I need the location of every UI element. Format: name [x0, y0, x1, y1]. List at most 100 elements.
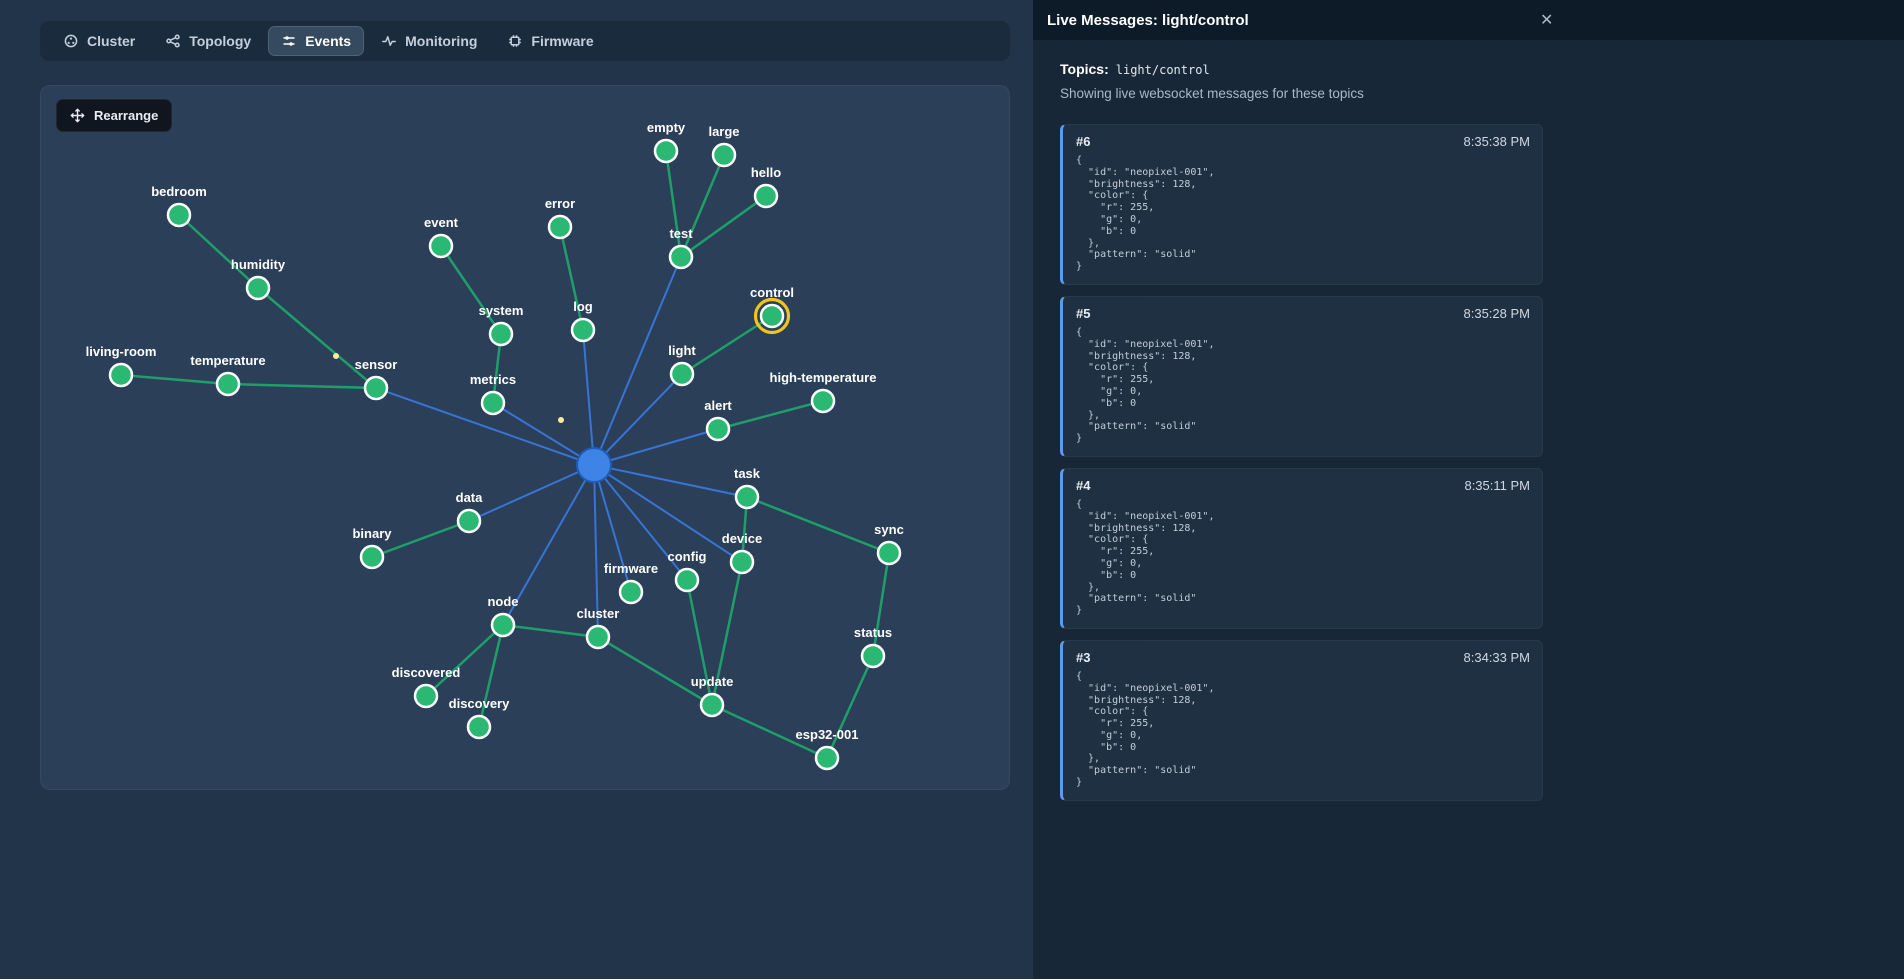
tab-label: Topology — [189, 33, 252, 49]
graph-edge-humidity-sensor — [256, 286, 378, 390]
node-label-metrics: metrics — [470, 372, 516, 387]
node-label-humidity: humidity — [231, 257, 286, 272]
graph-node-bedroom[interactable] — [166, 202, 192, 228]
graph-edge-hub-light — [593, 373, 683, 466]
node-label-test: test — [669, 226, 693, 241]
graph-node-error[interactable] — [547, 214, 573, 240]
node-label-config: config — [668, 549, 707, 564]
graph-node-config[interactable] — [674, 567, 700, 593]
node-label-sensor: sensor — [355, 357, 398, 372]
graph-node-binary[interactable] — [359, 544, 385, 570]
graph-node-test[interactable] — [668, 244, 694, 270]
graph-node-data[interactable] — [456, 508, 482, 534]
topics-value: light/control — [1115, 63, 1210, 77]
message-header: #6 8:35:38 PM — [1076, 134, 1530, 149]
graph-edge-hub-task — [593, 464, 748, 498]
message-card[interactable]: #4 8:35:11 PM { "id": "neopixel-001", "b… — [1060, 467, 1543, 629]
tab-events[interactable]: Events — [268, 26, 365, 56]
message-timestamp: 8:34:33 PM — [1463, 649, 1531, 665]
graph-edge-device-update — [710, 560, 744, 707]
graph-node-firmware[interactable] — [618, 579, 644, 605]
topics-label: Topics: — [1060, 61, 1109, 77]
rearrange-button[interactable]: Rearrange — [56, 99, 173, 132]
graph-node-sensor[interactable] — [363, 375, 389, 401]
messages-list: #6 8:35:38 PM { "id": "neopixel-001", "b… — [1060, 124, 1543, 801]
node-label-device: device — [722, 531, 762, 546]
graph-edge-config-update — [685, 578, 714, 707]
graph-edge-hub-device — [593, 464, 743, 563]
node-label-discovered: discovered — [392, 665, 461, 680]
graph-node-living-room[interactable] — [108, 362, 134, 388]
node-label-light: light — [668, 343, 696, 358]
graph-node-sync[interactable] — [876, 540, 902, 566]
topics-line: Topics: light/control — [1060, 61, 1904, 77]
node-label-node: node — [487, 594, 518, 609]
graph-node-large[interactable] — [711, 142, 737, 168]
node-label-high-temperature: high-temperature — [770, 370, 877, 385]
graph-node-high-temperature[interactable] — [810, 388, 836, 414]
close-icon[interactable]: ✕ — [1536, 9, 1557, 33]
graph-node-hub[interactable] — [576, 447, 612, 483]
graph-edge-hub-firmware — [593, 464, 632, 593]
graph-node-discovery[interactable] — [466, 714, 492, 740]
message-card[interactable]: #3 8:34:33 PM { "id": "neopixel-001", "b… — [1060, 639, 1543, 801]
graph-edge-large-test — [679, 153, 726, 259]
graph-edge-hub-data — [468, 464, 595, 522]
graph-node-log[interactable] — [570, 317, 596, 343]
node-label-alert: alert — [704, 398, 732, 413]
graph-node-device[interactable] — [729, 549, 755, 575]
node-label-log: log — [573, 299, 593, 314]
graph-edge-hub-config — [593, 464, 688, 581]
panel-body: Topics:light/control Showing live websoc… — [1033, 41, 1904, 801]
graph-edge-hello-test — [679, 194, 768, 259]
graph-node-humidity[interactable] — [245, 275, 271, 301]
tab-firmware[interactable]: Firmware — [494, 26, 606, 56]
graph-node-task[interactable] — [734, 484, 760, 510]
graph-node-alert[interactable] — [705, 416, 731, 442]
graph-edge-hub-metrics — [492, 402, 595, 466]
tab-cluster[interactable]: Cluster — [50, 26, 148, 56]
node-label-system: system — [479, 303, 524, 318]
graph-node-event[interactable] — [428, 233, 454, 259]
graph-node-cluster[interactable] — [585, 624, 611, 650]
message-timestamp: 8:35:38 PM — [1463, 134, 1531, 149]
graph-node-system[interactable] — [488, 321, 514, 347]
graph-edge-cluster-update — [596, 635, 714, 707]
graph-node-empty[interactable] — [653, 138, 679, 164]
graph-node-update[interactable] — [699, 692, 725, 718]
message-timestamp: 8:35:28 PM — [1463, 305, 1531, 321]
graph-node-node[interactable] — [490, 612, 516, 638]
graph-edge-error-log — [558, 225, 585, 332]
top-nav: Cluster Topology Events Monitoring — [40, 21, 1010, 61]
node-label-control: control — [750, 285, 794, 300]
graph-node-status[interactable] — [860, 643, 886, 669]
graph-edge-hub-sensor — [375, 387, 595, 466]
node-label-discovery: discovery — [449, 696, 510, 711]
graph-node-esp32-001[interactable] — [814, 745, 840, 771]
message-header: #5 8:35:28 PM — [1076, 306, 1530, 321]
events-icon — [283, 36, 295, 46]
rearrange-label: Rearrange — [94, 108, 159, 123]
graph-edge-event-system — [439, 244, 503, 336]
message-card[interactable]: #5 8:35:28 PM { "id": "neopixel-001", "b… — [1060, 295, 1543, 457]
graph-node-hello[interactable] — [753, 183, 779, 209]
node-label-update: update — [691, 674, 734, 689]
message-card[interactable]: #6 8:35:38 PM { "id": "neopixel-001", "b… — [1060, 124, 1543, 285]
tab-monitoring[interactable]: Monitoring — [368, 26, 490, 56]
node-label-hello: hello — [751, 165, 781, 180]
graph-node-temperature[interactable] — [215, 371, 241, 397]
message-index: #5 — [1076, 305, 1091, 321]
message-index: #4 — [1076, 477, 1091, 493]
graph-node-metrics[interactable] — [480, 390, 506, 416]
edge-particle — [333, 353, 339, 359]
graph-edge-bedroom-humidity — [177, 213, 260, 290]
graph-node-light[interactable] — [669, 361, 695, 387]
graph-node-control[interactable] — [759, 303, 785, 329]
graph-node-discovered[interactable] — [413, 683, 439, 709]
cluster-icon — [64, 34, 78, 48]
tab-topology[interactable]: Topology — [152, 26, 264, 56]
node-label-firmware: firmware — [604, 561, 658, 576]
graph-edge-data-binary — [370, 519, 471, 559]
graph-edge-update-esp32-001 — [710, 703, 829, 760]
